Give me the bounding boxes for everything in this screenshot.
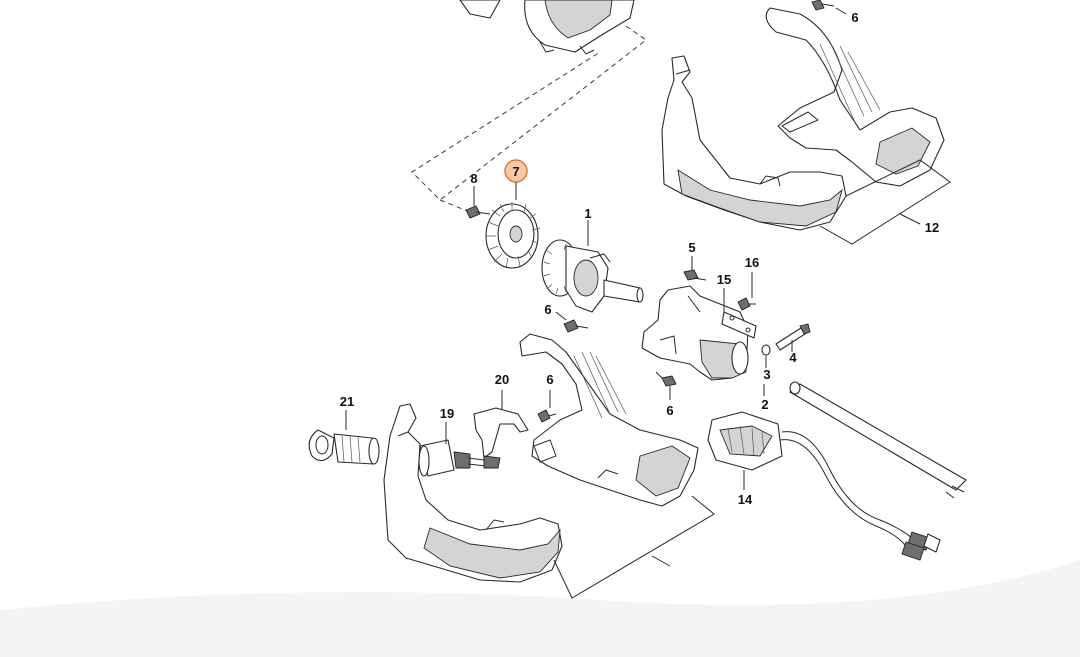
gear-housing — [641, 285, 749, 381]
cap-part-21 — [308, 429, 380, 465]
handle-half-lower — [519, 333, 699, 507]
label-part-5[interactable]: 5 — [688, 240, 695, 255]
washer-part-3 — [761, 344, 771, 356]
label-part-6-lower[interactable]: 6 — [666, 403, 673, 418]
clip-part-20 — [473, 407, 529, 459]
label-part-14[interactable]: 14 — [738, 492, 753, 507]
screw-part-6-lower — [655, 371, 677, 400]
label-part-20[interactable]: 20 — [495, 372, 509, 387]
label-part-4[interactable]: 4 — [789, 350, 797, 365]
label-part-6-left[interactable]: 6 — [546, 372, 553, 387]
label-part-15[interactable]: 15 — [717, 272, 731, 287]
motor-armature-part-1 — [541, 239, 644, 313]
label-part-7[interactable]: 7 — [512, 164, 519, 179]
label-part-16[interactable]: 16 — [745, 255, 759, 270]
label-part-6-mid[interactable]: 6 — [544, 302, 551, 317]
fan-wheel-part-7 — [485, 202, 541, 269]
label-part-19[interactable]: 19 — [440, 406, 454, 421]
screw-part-5 — [683, 256, 707, 281]
screw-part-6-mid — [555, 311, 589, 333]
handle-half-upper — [661, 7, 945, 231]
switch-module-part-14 — [707, 411, 941, 561]
screw-part-16 — [737, 272, 756, 311]
label-part-6-top[interactable]: 6 — [851, 10, 858, 25]
screw-part-8 — [465, 205, 491, 219]
screw-part-6-top — [811, 0, 847, 15]
label-part-12[interactable]: 12 — [925, 220, 939, 235]
bolt-part-4 — [775, 323, 811, 351]
rod-part-2 — [789, 381, 967, 499]
outer-housing-lower-left — [383, 403, 563, 583]
label-part-2[interactable]: 2 — [761, 397, 768, 412]
label-part-21[interactable]: 21 — [340, 394, 354, 409]
screw-part-6-left — [537, 390, 557, 423]
label-part-3[interactable]: 3 — [763, 367, 770, 382]
motor-housing-top — [459, 0, 635, 55]
label-part-8[interactable]: 8 — [470, 171, 477, 186]
label-part-1[interactable]: 1 — [584, 206, 591, 221]
bracket-part-15 — [721, 311, 757, 339]
